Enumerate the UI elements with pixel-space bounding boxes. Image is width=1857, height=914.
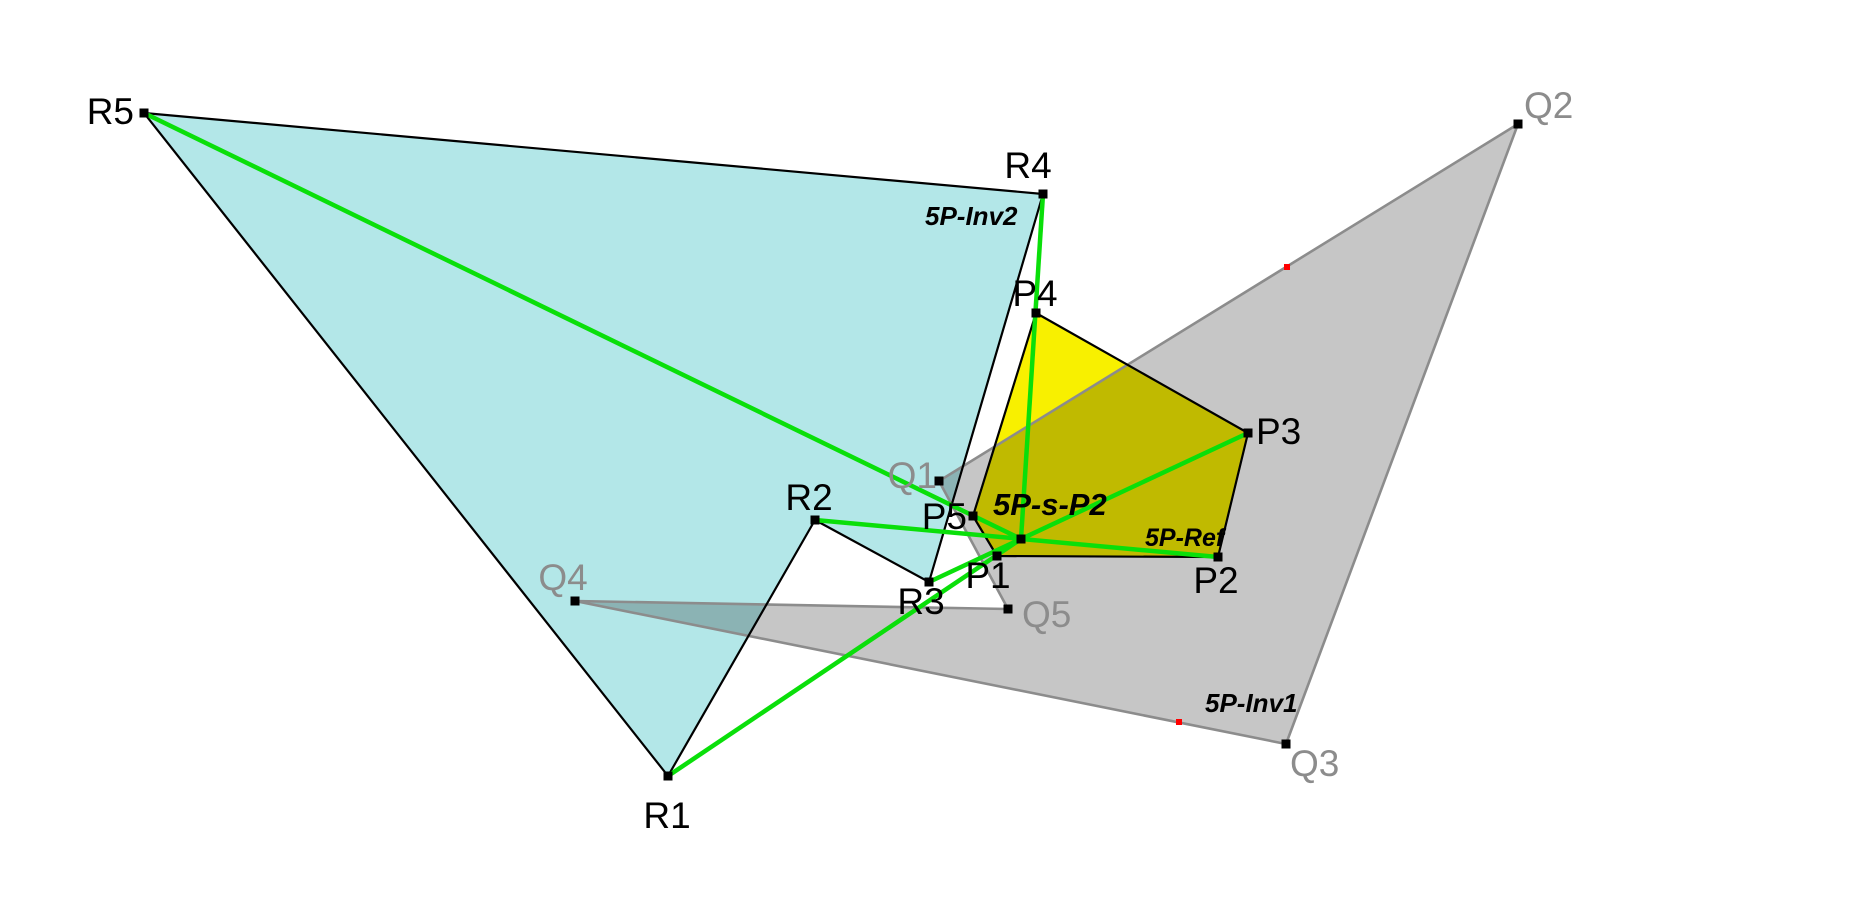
vertex-label-r1: R1 — [643, 795, 690, 836]
vertex-label-q1: Q1 — [888, 455, 937, 496]
green-line-r5-s[interactable] — [143, 110, 1022, 542]
pentagon-5p-ref-outline — [971, 311, 1250, 559]
pentagon-5p-inv1-outline — [573, 122, 1520, 746]
vertex-label-r4: R4 — [1004, 145, 1051, 186]
pentagon-5p-inv1[interactable] — [575, 124, 1518, 744]
vertex-label-p5: P5 — [922, 496, 967, 537]
pentagon-5p-inv2-outline — [142, 111, 1045, 778]
vertex-marker-q4[interactable] — [570, 596, 580, 606]
vertex-marker-q2[interactable] — [1513, 119, 1523, 129]
vertex-marker-r3[interactable] — [924, 577, 934, 587]
green-line-r3-p3[interactable] — [928, 430, 1249, 585]
vertex-marker-p1[interactable] — [992, 551, 1002, 561]
vertex-label-q2: Q2 — [1524, 85, 1573, 126]
vertex-label-r2: R2 — [785, 477, 832, 518]
region-label-5p-inv1: 5P-Inv1 — [1205, 688, 1298, 718]
vertex-label-r3: R3 — [897, 581, 944, 622]
region-label-5p-ref: 5P-Ref — [1145, 524, 1227, 552]
vertex-marker-q1[interactable] — [934, 476, 944, 486]
vertex-marker-r4[interactable] — [1038, 189, 1048, 199]
vertex-marker-q5[interactable] — [1003, 604, 1013, 614]
vertex-label-p4: P4 — [1012, 273, 1057, 314]
vertex-marker-r5[interactable] — [139, 108, 149, 118]
vertex-marker-p5[interactable] — [968, 511, 978, 521]
vertex-label-q5: Q5 — [1022, 594, 1071, 635]
vertex-marker-p3[interactable] — [1243, 428, 1253, 438]
region-label-5p-inv2: 5P-Inv2 — [925, 201, 1018, 231]
green-line-r1-s[interactable] — [666, 537, 1023, 778]
green-line-r4-s[interactable] — [1018, 193, 1046, 540]
red-edge-marker-1[interactable] — [1284, 264, 1290, 270]
vertex-marker-p2[interactable] — [1213, 552, 1223, 562]
vertex-marker-r1[interactable] — [663, 771, 673, 781]
vertex-marker-q3[interactable] — [1281, 739, 1291, 749]
vertex-marker-r2[interactable] — [810, 515, 820, 525]
red-edge-marker-2[interactable] — [1176, 719, 1182, 725]
vertex-label-p1: P1 — [965, 555, 1010, 596]
vertex-label-q4: Q4 — [538, 557, 587, 598]
vertex-label-p3: P3 — [1256, 411, 1301, 452]
vertex-marker-p4[interactable] — [1031, 308, 1041, 318]
center-point-marker[interactable] — [1016, 534, 1026, 544]
vertex-label-p2: P2 — [1193, 560, 1238, 601]
region-label-5p-s-p2: 5P-s-P2 — [993, 487, 1107, 522]
pentagon-5p-inv2[interactable] — [144, 113, 1043, 776]
vertex-label-q3: Q3 — [1290, 743, 1339, 784]
vertex-label-r5: R5 — [87, 91, 134, 132]
